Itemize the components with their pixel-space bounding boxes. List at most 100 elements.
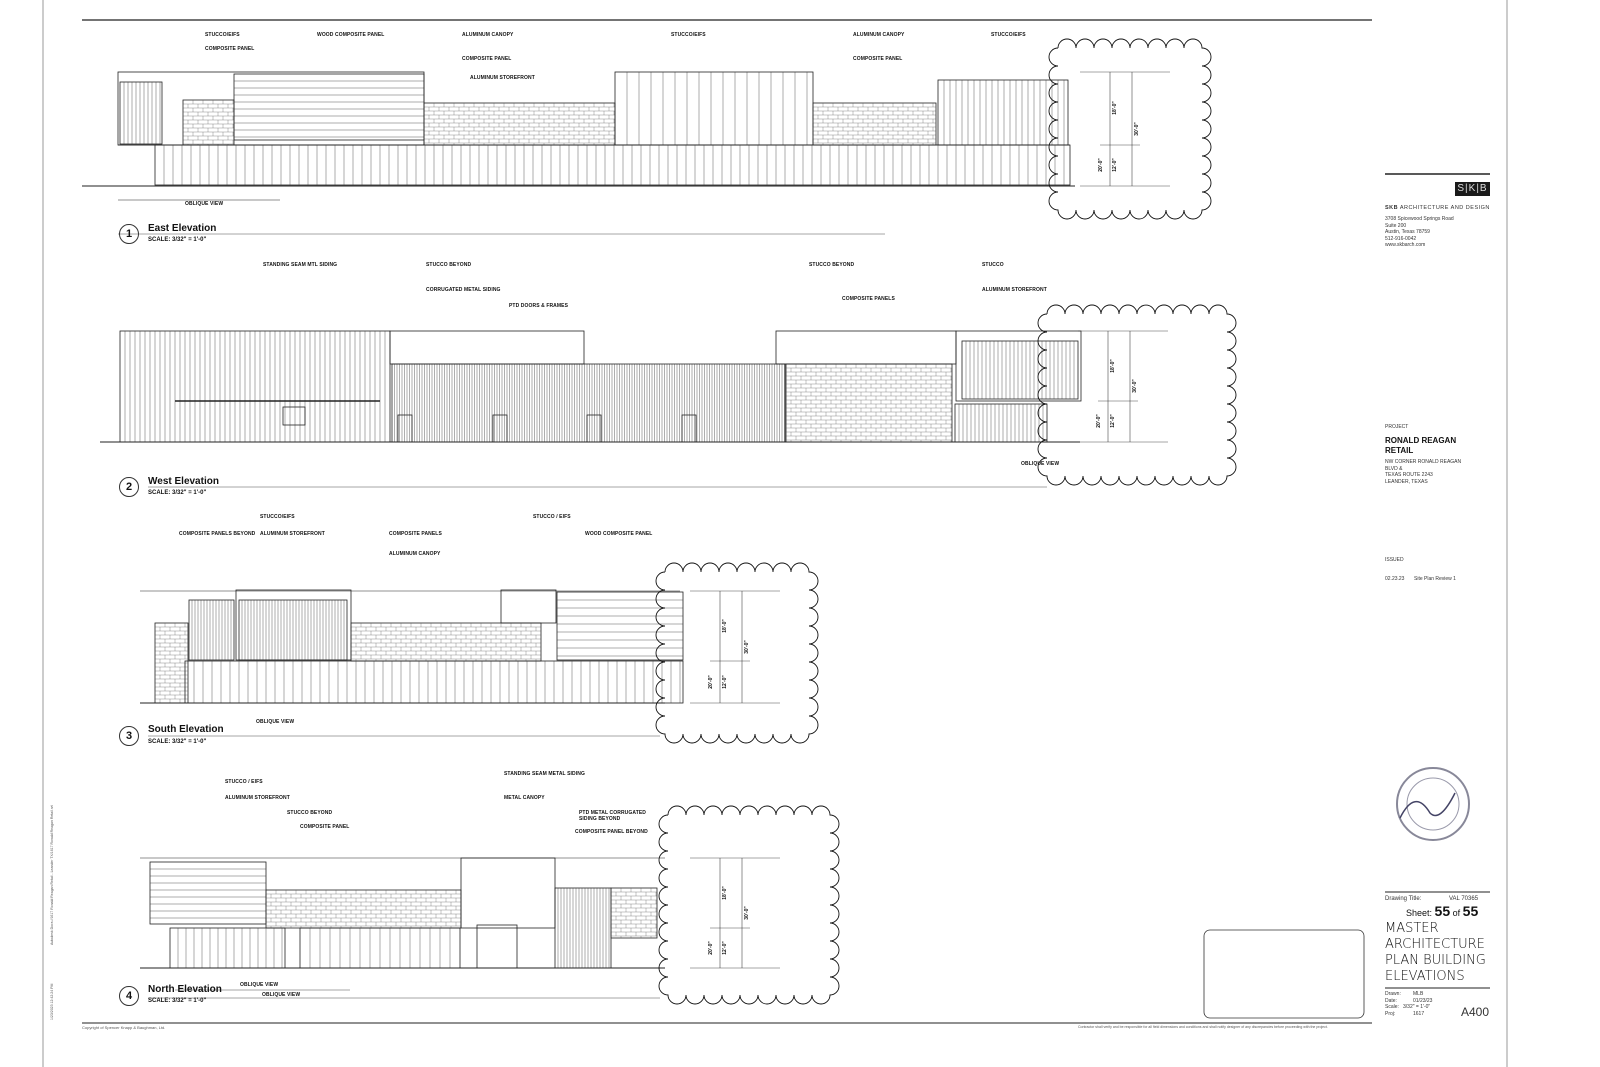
dimension-label: 12'-0" [722,941,728,955]
door [586,414,602,443]
stucco-beyond [775,330,957,365]
callout: COMPOSITE PANELS [842,296,895,302]
door [476,924,518,969]
stucco [500,589,557,624]
callout: WOOD COMPOSITE PANEL [585,531,653,537]
callout: STUCCO/EIFS [991,32,1026,38]
storefront [154,144,1071,186]
callout: STANDING SEAM METAL SIDING [504,771,585,777]
elevation-title: North Elevation [148,984,222,995]
dimension-label: 20'-0" [1096,414,1102,428]
elevation-number: 1 [119,224,139,244]
issued-date: 02.23.23 [1385,576,1405,582]
dimension-label: 30'-0" [1132,379,1138,393]
stucco-beyond [389,330,585,365]
callout: STUCCO BEYOND [809,262,855,268]
corrugated-siding [554,887,612,969]
stucco-eifs [149,861,267,925]
dimension-label: 18'-0" [722,886,728,900]
project-name: RONALD REAGAN RETAIL [1385,436,1457,455]
callout: COMPOSITE PANEL [853,56,903,62]
firm-name: SKB ARCHITECTURE AND DESIGN [1385,205,1490,211]
dimension-label: 30'-0" [1134,122,1140,136]
callout: STUCCO BEYOND [426,262,472,268]
callout: STUCCO/EIFS [671,32,706,38]
panel [937,79,1069,146]
callout: COMPOSITE PANEL BEYOND [575,829,648,835]
drawn-info: Drawn:MLB Date:01/23/23 Scale:3/32" = 1'… [1385,991,1433,1017]
composite-panel [182,99,235,146]
print-date: 1/23/2023 12:42:24 PM [50,983,54,1020]
callout: PTD METAL CORRUGATED SIDING BEYOND [579,810,646,822]
callout: STUCCO/EIFS [205,32,240,38]
callout: ALUMINUM STOREFRONT [225,795,290,801]
sheet-number: A400 [1461,1005,1490,1019]
callout: WOOD COMPOSITE PANEL [317,32,385,38]
door [681,414,697,443]
callout: PTD DOORS & FRAMES [509,303,569,309]
elevation-scale: SCALE: 3/32" = 1'-0" [148,237,207,243]
corrugated-metal-siding [391,363,786,443]
wood-composite-panel [556,591,684,661]
callout: STUCCO BEYOND [287,810,333,816]
callout: COMPOSITE PANELS [389,531,442,537]
revision-cloud [655,562,819,744]
drawing-title: MASTER ARCHITECTURE PLAN BUILDING ELEVAT… [1385,921,1486,984]
elevation-scale: SCALE: 3/32" = 1'-0" [148,998,207,1004]
callout: STUCCO / EIFS [225,779,263,785]
elevation-number: 4 [119,986,139,1006]
callout: STUCCO/EIFS [260,514,295,520]
callout: ALUMINUM CANOPY [389,551,441,557]
east-upper [117,71,425,146]
callout: STUCCO / EIFS [533,514,571,520]
standing-seam-metal-siding [460,857,556,929]
storefront [169,927,286,969]
dimension-label: 18'-0" [1110,359,1116,373]
dimension-label: 12'-0" [1110,414,1116,428]
elevation-title: East Elevation [148,223,217,234]
elevation-title: West Elevation [148,476,219,487]
aluminum-storefront [961,340,1079,400]
architect-seal [1396,767,1470,841]
door [397,414,413,443]
callout: ALUMINUM CANOPY [462,32,514,38]
stucco [235,589,352,661]
oblique-label: OBLIQUE VIEW [256,719,295,725]
callout: ALUMINUM STOREFRONT [470,75,535,81]
oblique-label: OBLIQUE VIEW [1021,461,1060,467]
callout: ALUMINUM STOREFRONT [982,287,1047,293]
elevation-number: 2 [119,477,139,497]
composite-panel-beyond [610,887,658,939]
revision-cloud [1037,304,1237,486]
dimension-label: 30'-0" [744,906,750,920]
stucco [614,71,814,146]
elevation-title: South Elevation [148,724,224,735]
brick [423,102,616,146]
issued-label: ISSUED [1385,557,1404,563]
dimension-label: 12'-0" [722,675,728,689]
stamp-box [1203,929,1365,1019]
dimension-label: 18'-0" [722,619,728,633]
sheet-counter: Sheet: 55 of 55 [1406,903,1479,919]
drawing-title-label: Drawing Title: [1385,896,1422,902]
callout: ALUMINUM STOREFRONT [260,531,325,537]
oblique-label: OBLIQUE VIEW [262,992,301,998]
architect-seal [1406,777,1460,831]
brick [812,102,937,146]
callout: COMPOSITE PANEL [205,46,255,52]
dimension-label: 20'-0" [708,675,714,689]
oblique-label: OBLIQUE VIEW [240,982,279,988]
dimension-label: 30'-0" [744,640,750,654]
callout: CORRUGATED METAL SIDING [426,287,501,293]
dimension-label: 18'-0" [1112,101,1118,115]
callout: COMPOSITE PANEL [300,824,350,830]
project-label: PROJECT [1385,424,1409,430]
dimension-label: 20'-0" [1098,158,1104,172]
elevation-number: 3 [119,726,139,746]
revision-cloud [1048,38,1212,220]
signature [1399,792,1456,819]
disclaimer: Contractor shall verify and be responsib… [1078,1025,1328,1029]
